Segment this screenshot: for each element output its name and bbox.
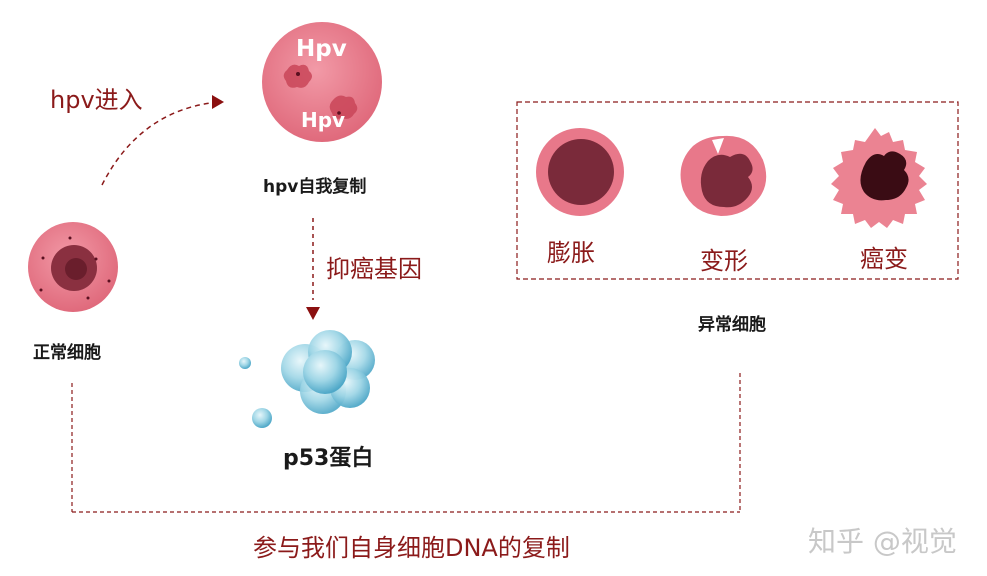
stage-deformation-label: 变形 xyxy=(700,247,748,275)
suppressor-arrow xyxy=(306,218,320,320)
infected-cell-icon xyxy=(262,22,382,142)
p53-protein-label: p53蛋白 xyxy=(283,446,374,471)
entry-arrow xyxy=(101,95,224,186)
hpv-replication-label: hpv自我复制 xyxy=(263,177,367,197)
abnormal-cells-box xyxy=(516,101,959,280)
stage-cancerous-label: 癌变 xyxy=(860,245,908,273)
virus-tag-top: Hpv xyxy=(296,36,347,62)
normal-cell-label: 正常细胞 xyxy=(33,343,101,363)
tumor-suppressor-label: 抑癌基因 xyxy=(326,255,422,283)
dna-replication-caption: 参与我们自身细胞DNA的复制 xyxy=(253,534,570,562)
cancerous-cell-icon xyxy=(831,128,927,228)
watermark: 知乎 @视觉 xyxy=(808,525,957,558)
stage-swelling-label: 膨胀 xyxy=(547,239,595,267)
virus-tag-bottom: Hpv xyxy=(301,108,346,132)
dna-replication-bracket xyxy=(71,373,741,513)
swelling-cell-icon xyxy=(536,128,624,216)
deformed-cell-icon xyxy=(680,135,767,216)
normal-cell-icon xyxy=(28,222,118,312)
hpv-entry-label: hpv进入 xyxy=(50,86,143,114)
abnormal-cells-caption: 异常细胞 xyxy=(698,315,766,335)
p53-protein-icon xyxy=(239,330,375,428)
